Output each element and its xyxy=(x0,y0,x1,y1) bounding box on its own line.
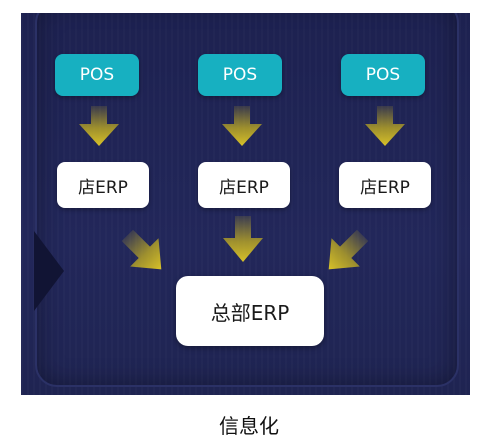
arrow-store2-to-hq xyxy=(223,216,263,262)
arrow-pos1-to-store1 xyxy=(79,106,119,146)
pos-node-label: POS xyxy=(79,65,115,85)
pos-node-1: POS xyxy=(55,54,139,96)
arrow-store3-to-hq xyxy=(328,229,369,270)
pos-node-2: POS xyxy=(198,54,282,96)
store-erp-node-3: 店ERP xyxy=(339,162,431,208)
arrow-pos3-to-store3 xyxy=(365,106,405,146)
hq-erp-node: 总部ERP xyxy=(176,276,324,346)
figure-caption: 信息化 xyxy=(219,414,279,438)
store-erp-label: 店ERP xyxy=(78,177,128,198)
store-erp-label: 店ERP xyxy=(219,177,269,198)
pos-node-label: POS xyxy=(222,65,258,85)
store-erp-label: 店ERP xyxy=(360,177,410,198)
arrow-store1-to-hq xyxy=(121,229,162,270)
panel-frame xyxy=(35,13,459,387)
pos-node-label: POS xyxy=(365,65,401,85)
side-arrow-icon xyxy=(34,231,64,311)
store-erp-node-2: 店ERP xyxy=(198,162,290,208)
pos-node-3: POS xyxy=(341,54,425,96)
hq-erp-label: 总部ERP xyxy=(210,300,290,325)
store-erp-node-1: 店ERP xyxy=(57,162,149,208)
arrow-pos2-to-store2 xyxy=(222,106,262,146)
